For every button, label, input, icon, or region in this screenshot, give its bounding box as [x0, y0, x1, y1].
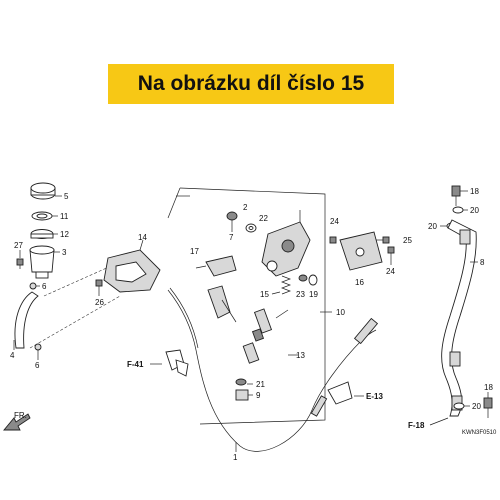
diaphragm: [30, 229, 54, 239]
part-number-4: 4: [10, 351, 15, 360]
cable-bracket-e13: [327, 381, 353, 405]
part-number-12: 12: [60, 230, 69, 239]
part-number-3: 3: [62, 248, 67, 257]
leaders-right: [288, 190, 489, 407]
part-number-18a: 18: [470, 187, 479, 196]
bolt-24a: [329, 236, 337, 244]
pivot-lever: [207, 285, 237, 323]
washer-20c: [453, 402, 465, 410]
part-number-1: 1: [233, 453, 238, 462]
part-number-27: 27: [14, 241, 23, 250]
washer-23: [298, 274, 308, 282]
part-number-24a: 24: [330, 217, 339, 226]
reservoir-cap: [30, 182, 56, 200]
diagram-code: KWN3F0510: [462, 430, 497, 436]
part-number-18b: 18: [484, 383, 493, 392]
reservoir-hose: [14, 291, 39, 349]
boot-9: [235, 389, 249, 401]
clip-6a: [29, 282, 37, 290]
bracket-14: [103, 239, 161, 293]
part-number-26: 26: [95, 298, 104, 307]
clutch-cable: [167, 287, 379, 452]
part-number-19: 19: [309, 290, 318, 299]
part-number-25: 25: [403, 236, 412, 245]
washer-20a: [452, 206, 464, 214]
part-number-6a: 6: [42, 282, 47, 291]
bolt-25: [376, 236, 390, 244]
part-number-14: 14: [138, 233, 147, 242]
part-number-16: 16: [355, 278, 364, 287]
lever-17: [195, 255, 237, 277]
leaders-left: [13, 195, 121, 360]
part-number-9: 9: [256, 391, 261, 400]
bolt-24b: [387, 246, 395, 265]
part-number-20a: 20: [470, 206, 479, 215]
ref-label-e13: E-13: [366, 392, 383, 401]
part-number-2: 2: [243, 203, 248, 212]
washer-19: [308, 274, 318, 286]
front-arrow-icon: [3, 413, 31, 431]
bolt-7: [226, 211, 238, 232]
bolt-18b: [483, 397, 493, 418]
part-number-20c: 20: [472, 402, 481, 411]
banner-text: Na obrázku díl číslo 15: [137, 72, 365, 95]
part-number-11: 11: [60, 212, 69, 221]
part-number-5: 5: [64, 192, 69, 201]
bolt-26: [95, 279, 103, 296]
ref-label-f41: F-41: [127, 360, 144, 369]
spring-15: [271, 275, 291, 295]
piston-set-13: [242, 308, 289, 364]
part-number-20b: 20: [428, 222, 437, 231]
part-number-7: 7: [229, 233, 234, 242]
part-number-17: 17: [190, 247, 199, 256]
bolt-18a: [451, 185, 461, 206]
front-direction-label: FR.: [14, 411, 27, 420]
cable-bracket-f41: [165, 349, 189, 377]
washer-22: [245, 223, 257, 233]
ref-label-f18: F-18: [408, 421, 425, 430]
assembly-outline: [167, 187, 326, 425]
part-number-13: 13: [296, 351, 305, 360]
part-number-24b: 24: [386, 267, 395, 276]
part-number-6b: 6: [35, 361, 40, 370]
part-number-banner: Na obrázku díl číslo 15: [108, 64, 394, 104]
master-cylinder: [261, 210, 311, 277]
holder-16: [339, 231, 383, 271]
clutch-hose-8: [441, 219, 477, 417]
screw-27: [16, 258, 24, 269]
part-number-15: 15: [260, 290, 269, 299]
diaphragm-plate: [31, 211, 53, 221]
reservoir-tank: [29, 245, 55, 279]
part-number-10: 10: [336, 308, 345, 317]
part-number-21: 21: [256, 380, 265, 389]
seal-21: [235, 378, 247, 386]
part-number-23: 23: [296, 290, 305, 299]
part-number-22: 22: [259, 214, 268, 223]
part-number-8: 8: [480, 258, 485, 267]
